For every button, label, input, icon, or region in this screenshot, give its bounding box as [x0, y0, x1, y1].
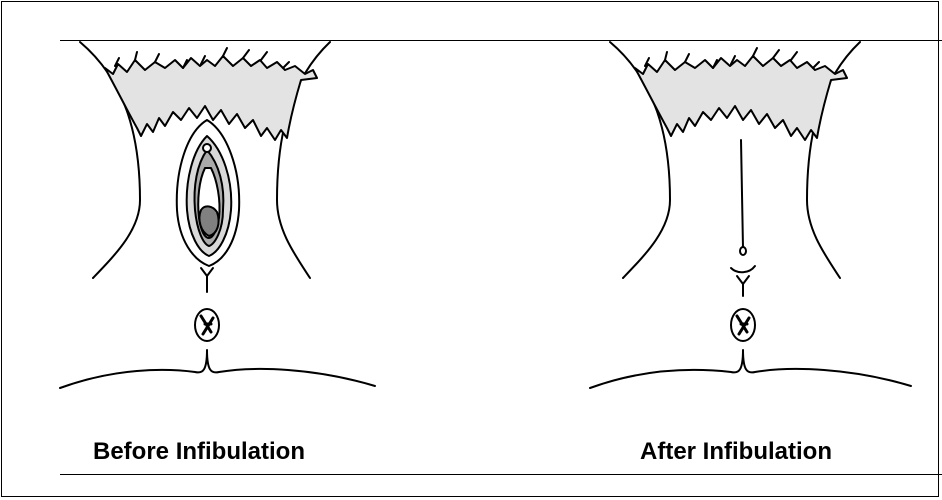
- caption-before: Before Infibulation: [93, 438, 305, 466]
- before-illustration: [55, 40, 395, 420]
- urinary-opening: [740, 247, 746, 255]
- buttock-line: [590, 350, 911, 388]
- scar-line: [741, 140, 743, 248]
- caption-after: After Infibulation: [640, 438, 832, 466]
- buttock-line: [60, 350, 375, 388]
- bottom-rule: [60, 474, 942, 475]
- clitoris: [203, 144, 211, 152]
- pubic-hair: [105, 56, 317, 140]
- pubic-hair: [635, 56, 847, 140]
- after-illustration: [585, 40, 925, 420]
